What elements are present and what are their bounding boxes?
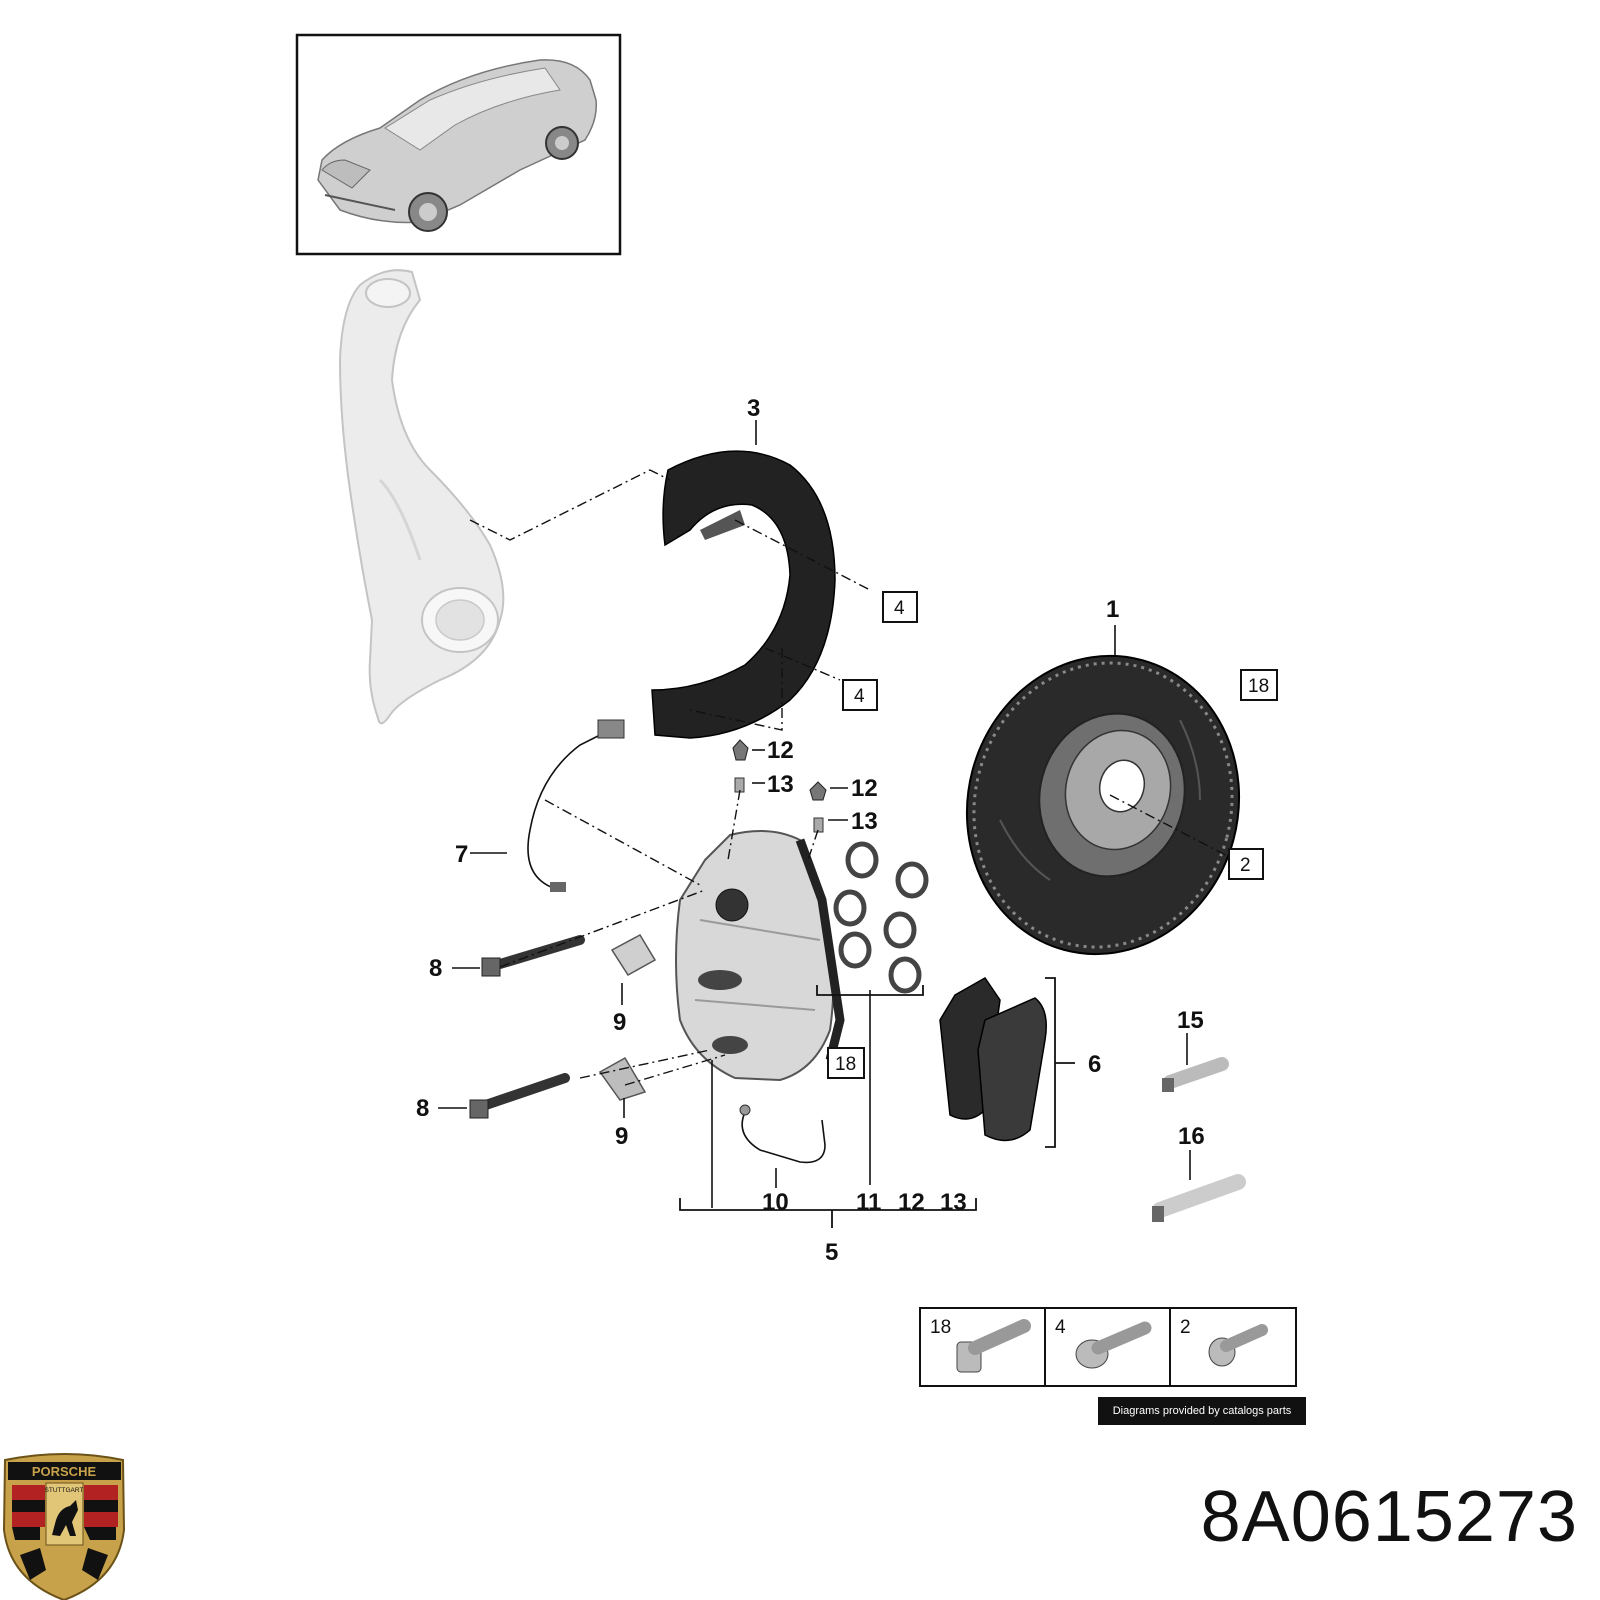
brake-line — [739, 1104, 826, 1164]
callout-8-upper: 8 — [429, 955, 442, 982]
bolt-countersunk-icon — [1208, 1324, 1268, 1367]
boxed-ref-shield-lower: 4 — [854, 686, 865, 707]
legend-label-2: 4 — [1055, 1317, 1066, 1338]
logo-text-mid: STUTTGART — [45, 1487, 84, 1494]
part-number: 8A0615273 — [1200, 1477, 1578, 1557]
callout-5: 5 — [825, 1239, 838, 1266]
callout-12-left: 12 — [767, 737, 794, 764]
wear-sensor-wire — [527, 719, 625, 892]
catalog-credit-label: Diagrams provided by catalogs parts — [1098, 1397, 1306, 1425]
bolt-flange-icon — [1075, 1321, 1152, 1369]
brake-disc — [965, 654, 1241, 956]
hardware-legend: 18 4 2 — [919, 1307, 1297, 1387]
bleeder-screws — [732, 739, 827, 833]
boxed-references: 4 4 18 2 18 — [827, 591, 1278, 1079]
piston-seal-rings — [833, 841, 929, 994]
callout-13-left: 13 — [767, 771, 794, 798]
callout-9-lower: 9 — [615, 1123, 628, 1150]
callout-16: 16 — [1178, 1123, 1205, 1150]
brake-dust-shield — [651, 450, 836, 739]
car-illustration — [317, 59, 598, 232]
callout-9-upper: 9 — [613, 1009, 626, 1036]
legend-label-3: 2 — [1180, 1317, 1191, 1338]
callout-13-bottom: 13 — [940, 1189, 967, 1216]
callout-11: 11 — [856, 1189, 881, 1216]
brake-caliper — [675, 830, 845, 1082]
porsche-crest-logo: PORSCHE STUTTGART — [2, 1453, 126, 1600]
callout-13-right: 13 — [851, 808, 878, 835]
bolt-12point-icon — [956, 1319, 1031, 1373]
legend-label-1: 18 — [930, 1317, 951, 1338]
callout-6: 6 — [1088, 1051, 1101, 1078]
dashed-leaders — [469, 469, 1236, 1086]
solid-leaders — [438, 420, 1191, 1208]
callout-12-bottom: 12 — [898, 1189, 925, 1216]
grease-tubes — [1152, 1057, 1246, 1222]
caliper-bolts — [469, 935, 585, 1119]
boxed-ref-shield-upper: 4 — [894, 598, 905, 619]
group-brackets — [679, 977, 1075, 1228]
logo-text-top: PORSCHE — [32, 1464, 97, 1479]
brake-pads — [939, 977, 1047, 1142]
callout-7: 7 — [455, 841, 468, 868]
callout-15: 15 — [1177, 1007, 1204, 1034]
boxed-ref-disc-top: 18 — [1248, 676, 1269, 697]
callout-1: 1 — [1106, 596, 1119, 623]
callout-numbers: 1 3 5 6 7 8 8 9 9 10 11 12 13 12 13 12 1… — [416, 395, 1205, 1266]
vehicle-inset — [295, 33, 622, 256]
callout-3: 3 — [747, 395, 760, 422]
steering-knuckle — [338, 269, 505, 725]
horse-icon — [52, 1500, 78, 1536]
callout-10: 10 — [762, 1189, 789, 1216]
callout-12-right: 12 — [851, 775, 878, 802]
boxed-ref-caliper: 18 — [835, 1054, 856, 1075]
boxed-ref-disc-center: 2 — [1240, 855, 1251, 876]
anti-rattle-clips — [598, 934, 657, 1101]
callout-8-lower: 8 — [416, 1095, 429, 1122]
